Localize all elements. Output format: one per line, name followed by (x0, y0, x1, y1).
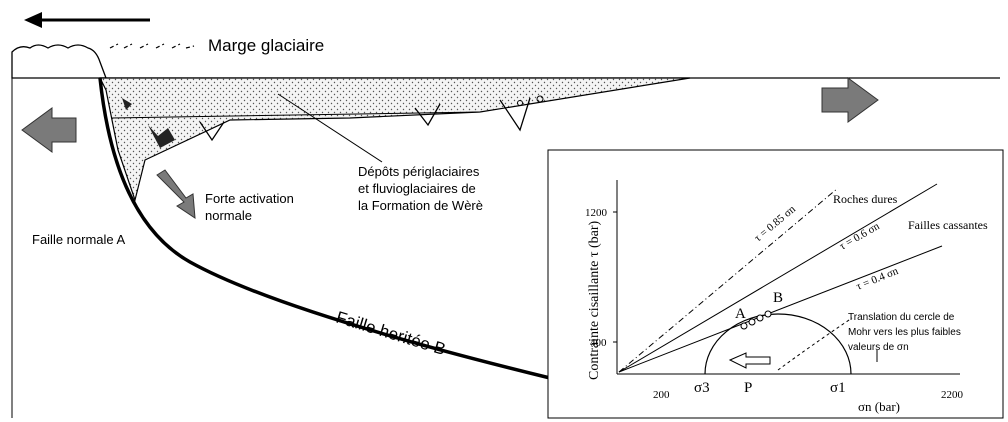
extension-arrow-left (21, 107, 77, 153)
faille-a-label: Faille normale A (32, 232, 126, 247)
extension-arrow-right (821, 77, 879, 123)
translation-arrow (728, 352, 771, 369)
point-B (764, 310, 772, 318)
sigma1-label: σ1 (830, 380, 846, 396)
point-A-label: A (735, 306, 746, 322)
glacier-margin-label: Marge glaciaire (208, 36, 324, 55)
translation-label-2: Mohr vers les plus faibles (848, 327, 961, 338)
line-085 (618, 187, 839, 373)
translation-label-3: valeurs de σn (848, 342, 909, 353)
forte-label-2: normale (205, 208, 252, 223)
deposit-label-3: la Formation de Wèrè (358, 198, 483, 213)
glacier-margin-shape (11, 43, 195, 79)
deposit-label-1: Dépôts périglaciaires (358, 164, 480, 179)
deposit-leader (277, 93, 383, 163)
fault-curve (98, 77, 551, 380)
line-06 (618, 183, 938, 373)
roches-dures-label: Roches dures (833, 192, 898, 206)
line-04 (618, 245, 943, 373)
sigma3-label: σ3 (694, 380, 710, 396)
ice-movement-arrow (24, 12, 150, 28)
point-A (740, 322, 748, 330)
inset-x-label: σn (bar) (858, 399, 900, 414)
point-P-label: P (744, 380, 752, 396)
mohr-inset: Contrainte cisaillante τ (bar) σn (bar) … (547, 149, 1004, 419)
activation-arrow (156, 169, 196, 219)
translated-circle (777, 317, 853, 371)
translation-label-1: Translation du cercle de (848, 312, 955, 323)
point-B-label: B (773, 290, 783, 306)
deposit-label-2: et fluvioglaciaires de (358, 181, 476, 196)
mohr-circle (704, 313, 852, 375)
failles-cassantes-label: Failles cassantes (908, 218, 988, 232)
deposit-wedge (99, 77, 691, 203)
forte-label-1: Forte activation (205, 191, 294, 206)
faille-b-label: Faille heritée B (334, 308, 448, 359)
x-tick-2200: 2200 (941, 389, 964, 401)
y-tick-400: 400 (590, 337, 607, 349)
y-tick-1200: 1200 (585, 207, 608, 219)
x-tick-200: 200 (653, 389, 670, 401)
inset-y-label: Contrainte cisaillante τ (bar) (587, 220, 602, 380)
